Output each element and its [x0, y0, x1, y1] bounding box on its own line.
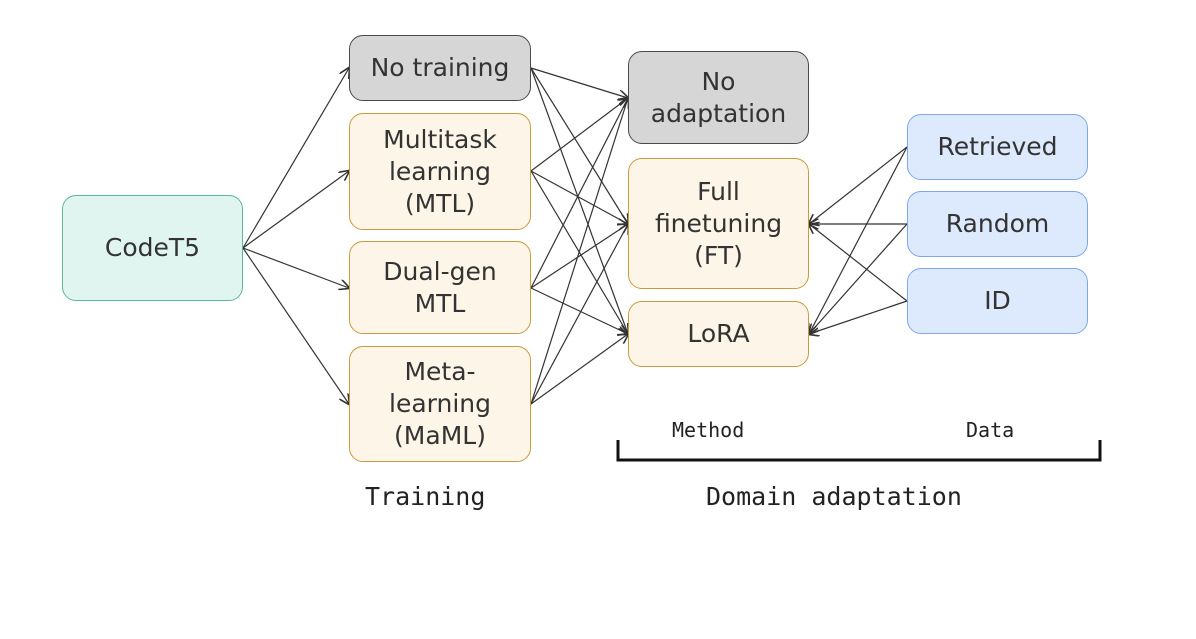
edge-data-0-to-method-0	[809, 146, 908, 224]
edge-data-2-to-method-1	[809, 300, 908, 334]
edge-training-3-to-method-0	[530, 98, 628, 405]
label-method: Method	[672, 418, 745, 442]
edge-training-2-to-method-1	[530, 224, 628, 289]
node-full-finetuning: Full finetuning (FT)	[628, 158, 809, 289]
label-domain-adaptation: Domain adaptation	[706, 482, 962, 511]
edge-training-1-to-method-0	[530, 98, 628, 172]
node-multitask-learning: Multitask learning (MTL)	[349, 113, 531, 230]
edge-data-0-to-method-1	[809, 146, 908, 334]
node-no-training: No training	[349, 35, 531, 101]
edge-codet5-to-training-3	[242, 247, 349, 404]
node-retrieved: Retrieved	[907, 114, 1088, 180]
edge-training-3-to-method-2	[530, 334, 628, 405]
node-dual-gen-mtl: Dual-gen MTL	[349, 241, 531, 334]
edge-training-2-to-method-0	[530, 98, 628, 289]
edge-training-0-to-method-2	[530, 67, 628, 334]
node-meta-learning: Meta- learning (MaML)	[349, 346, 531, 462]
node-id: ID	[907, 268, 1088, 334]
label-data: Data	[966, 418, 1015, 442]
node-codet5: CodeT5	[62, 195, 243, 301]
edge-training-2-to-method-2	[530, 287, 628, 334]
edge-training-3-to-method-1	[530, 224, 628, 405]
node-random: Random	[907, 191, 1088, 257]
node-no-adaptation: No adaptation	[628, 51, 809, 144]
edge-training-0-to-method-0	[530, 67, 628, 98]
edge-data-1-to-method-1	[809, 223, 908, 334]
edge-codet5-to-training-1	[242, 171, 349, 249]
domain-adaptation-bracket	[616, 440, 1102, 462]
edge-data-2-to-method-0	[809, 224, 908, 302]
edge-training-0-to-method-1	[530, 67, 628, 224]
label-training: Training	[365, 482, 486, 511]
edge-training-1-to-method-1	[530, 170, 628, 224]
edge-codet5-to-training-2	[242, 247, 349, 288]
edge-codet5-to-training-0	[242, 68, 349, 249]
node-lora: LoRA	[628, 301, 809, 367]
